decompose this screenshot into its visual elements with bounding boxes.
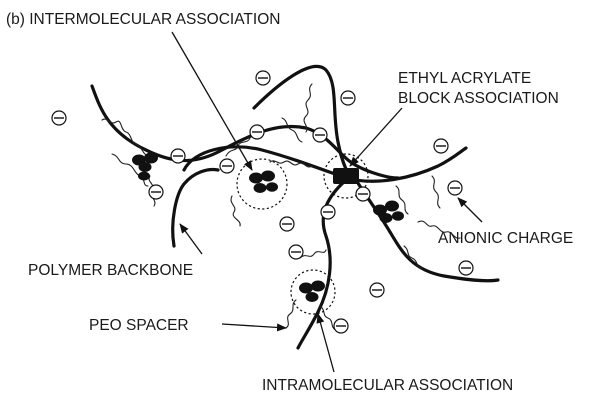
charge-icon: [356, 187, 370, 201]
ethyl-acrylate-block: [333, 168, 359, 184]
charge-icon: [280, 217, 294, 231]
panel-title: (b) INTERMOLECULAR ASSOCIATION: [6, 11, 280, 28]
charge-icon: [220, 159, 234, 173]
charge-icon: [321, 205, 335, 219]
arrow-peo-spacer: [222, 324, 286, 328]
charge-icon: [341, 91, 355, 105]
charge-icon: [334, 319, 348, 333]
hydrophobe-cluster-center: [249, 171, 278, 194]
peo-spacer-label: PEO SPACER: [89, 317, 189, 334]
charge-icon: [448, 181, 462, 195]
ethyl-acrylate-label-line2: BLOCK ASSOCIATION: [398, 90, 559, 107]
ethyl-acrylate-label-line1: ETHYL ACRYLATE: [398, 70, 531, 87]
hydrophobe-cluster-right: [373, 201, 404, 224]
charge-icon: [289, 245, 303, 259]
intramolecular-association-label: INTRAMOLECULAR ASSOCIATION: [262, 377, 513, 394]
charge-icon: [434, 139, 448, 153]
intramolecular-association-circle: [291, 270, 335, 314]
arrow-anionic-charge: [458, 198, 482, 222]
spacer-upper-2: [282, 118, 302, 142]
charge-icon: [52, 111, 66, 125]
charge-icon: [250, 125, 264, 139]
charge-icon: [313, 128, 327, 142]
polymer-backbone-label: POLYMER BACKBONE: [28, 262, 193, 279]
anionic-charges: [52, 71, 473, 333]
charge-icon: [171, 149, 185, 163]
spacer-right-1: [396, 186, 408, 214]
charge-icon: [149, 185, 163, 199]
spacer-lower-1: [300, 250, 326, 258]
spacer-upper-1: [304, 84, 312, 132]
hydrophobe-cluster-lower: [299, 281, 325, 303]
charge-icon: [256, 71, 270, 85]
hydrophobe-cluster-left: [132, 153, 158, 181]
arrow-ethyl-acrylate: [350, 108, 402, 166]
spacer-right-3: [432, 176, 440, 208]
arrow-polymer-backbone: [180, 224, 202, 254]
peo-spacers: [102, 84, 460, 330]
charge-icon: [370, 283, 384, 297]
charge-icon: [459, 261, 473, 275]
polymer-backbones: [92, 66, 498, 348]
spacer-center-2: [231, 196, 240, 226]
backbone-chain-lower-left: [173, 170, 218, 246]
